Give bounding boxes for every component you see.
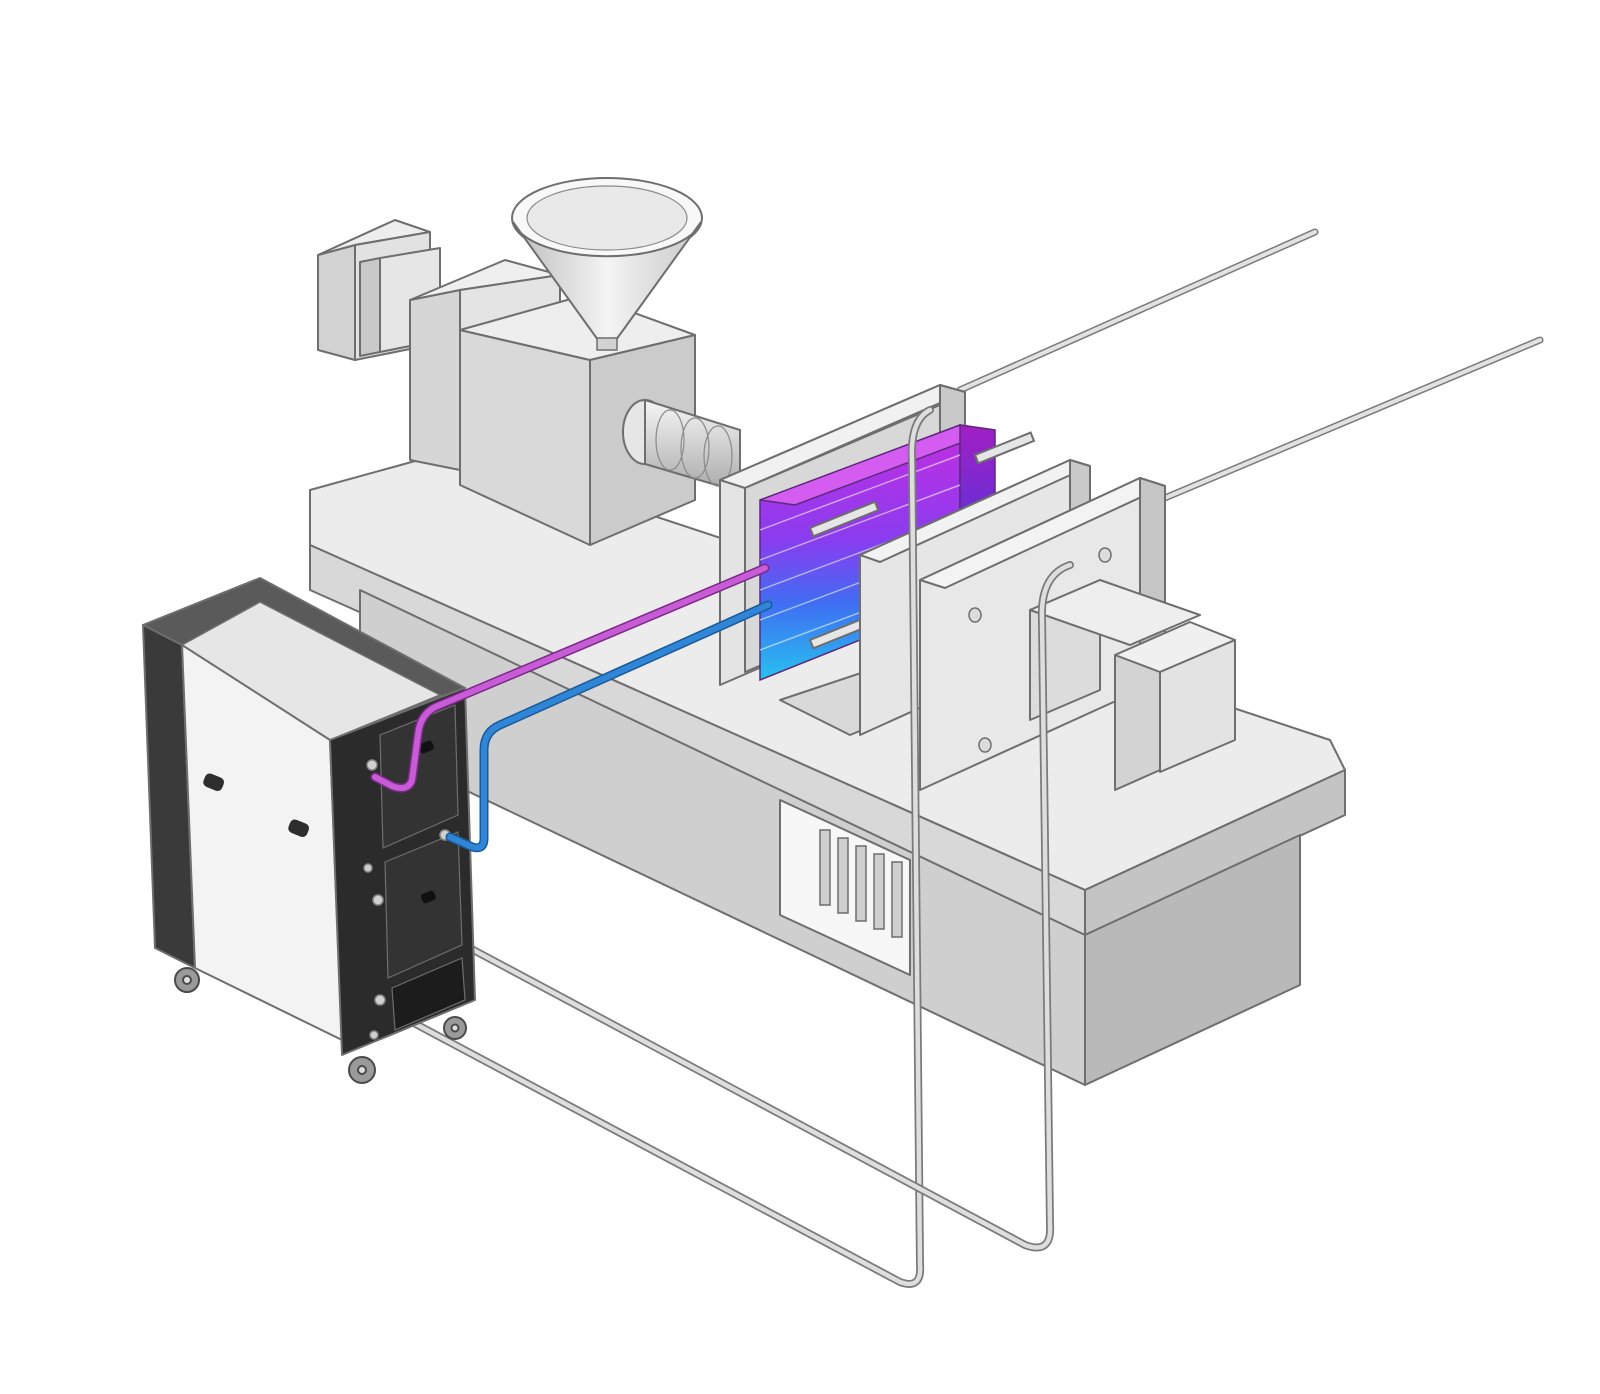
controller-lower-door — [384, 831, 463, 979]
machine-base — [309, 449, 1346, 1086]
machine-cabinet-end — [1084, 834, 1301, 1086]
tie-bars — [956, 228, 1544, 504]
cabinet-vent-slats — [819, 829, 903, 938]
caster-wheel-icon — [174, 967, 467, 1084]
supply-lines — [370, 563, 773, 853]
gearbox-front — [409, 289, 461, 471]
rear-platen-bolts — [968, 547, 1112, 753]
hopper-icon — [511, 177, 703, 351]
clamp-housing-top — [1029, 579, 1201, 646]
machine-bed-end — [1084, 769, 1346, 936]
clamp-cylinder — [1029, 579, 1236, 791]
controller-handles — [203, 773, 310, 837]
coupling-front — [359, 257, 381, 357]
mold-temperature-controller — [142, 577, 476, 1084]
injection-nozzle — [622, 398, 741, 494]
controller-door-handles — [418, 740, 436, 904]
controller-vent — [391, 957, 466, 1031]
return-pipes — [376, 406, 1074, 1288]
drive-motor-front — [317, 244, 356, 361]
clamp-block-side — [1159, 639, 1236, 773]
injection-unit — [317, 177, 741, 546]
